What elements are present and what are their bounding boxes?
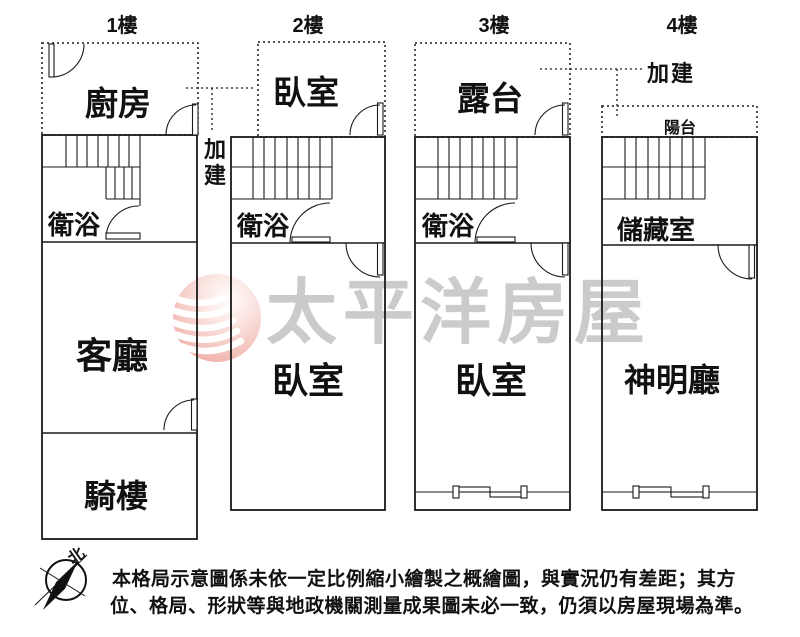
room-label-bathroom-f1: 衛浴 [47,210,101,240]
room-label-worship-hall: 神明廳 [623,362,721,398]
compass-north-label: 北 [65,544,88,568]
addition-note-f12: 加建 [203,137,226,188]
floor-title-4: 4樓 [666,15,698,37]
room-label-bedroom-f2-front: 臥室 [273,74,339,111]
floor3-stairs [415,137,518,200]
living-room-door [163,398,198,431]
floor4-outline [601,136,758,511]
bathroom-door-f3 [474,202,516,244]
room-label-living-room: 客廳 [75,335,149,376]
room-label-bathroom-f3: 衛浴 [421,211,475,241]
compass-needle [43,561,78,610]
addition-connector-f34 [540,68,645,118]
bathroom-door-f2 [289,202,331,244]
disclaimer-line-2: 位、格局、形狀等與地政機關測量成果圖未必一致，仍須以房屋現場為準。 [110,596,754,617]
addition-connector-f12 [186,87,256,133]
addition-note-f34: 加建 [647,61,696,86]
bedroom-door-f3 [530,242,569,278]
room-label-balcony: 陽台 [663,120,697,137]
room-label-terrace: 露台 [457,80,523,117]
floor2-stairs [231,137,333,200]
floor3-plan [414,42,571,511]
room-label-kitchen: 廚房 [85,85,151,122]
bathroom-door-f1 [105,205,141,240]
floor1-stairs [42,135,141,206]
room-label-storage: 儲藏室 [616,215,696,245]
bedroom-front-door-f2 [349,102,384,136]
worship-hall-door [717,244,756,280]
kitchen-door-right [165,103,199,136]
floor1-plan [41,42,199,540]
floor4-plan [601,105,758,511]
terrace-door-f3 [534,102,569,136]
room-label-arcade: 騎樓 [83,478,149,514]
room-label-bathroom-f2: 衛浴 [236,211,290,241]
window-symbol-f3 [415,485,570,499]
kitchen-door-left [48,43,85,78]
room-label-bedroom-f2: 臥室 [271,360,345,401]
room-label-bedroom-f3: 臥室 [454,360,528,401]
floor3-outline [414,136,571,511]
window-symbol-f4 [602,485,757,499]
disclaimer-line-1: 本格局示意圖係未依一定比例縮小繪製之概繪圖，與實況仍有差距；其方 [112,569,737,590]
floor2-plan [230,41,386,511]
watermark-brand-text: 太平洋房屋 [266,275,652,353]
floor-title-3: 3樓 [478,15,510,37]
bedroom-door-f2 [345,242,384,278]
balcony-dotted-outline [601,105,758,138]
floor-title-1: 1樓 [106,15,138,37]
floor2-outline [230,136,386,511]
compass-rose-icon: 北 [34,544,88,610]
floor-title-2: 2樓 [292,15,324,37]
floor4-stairs [602,137,706,200]
